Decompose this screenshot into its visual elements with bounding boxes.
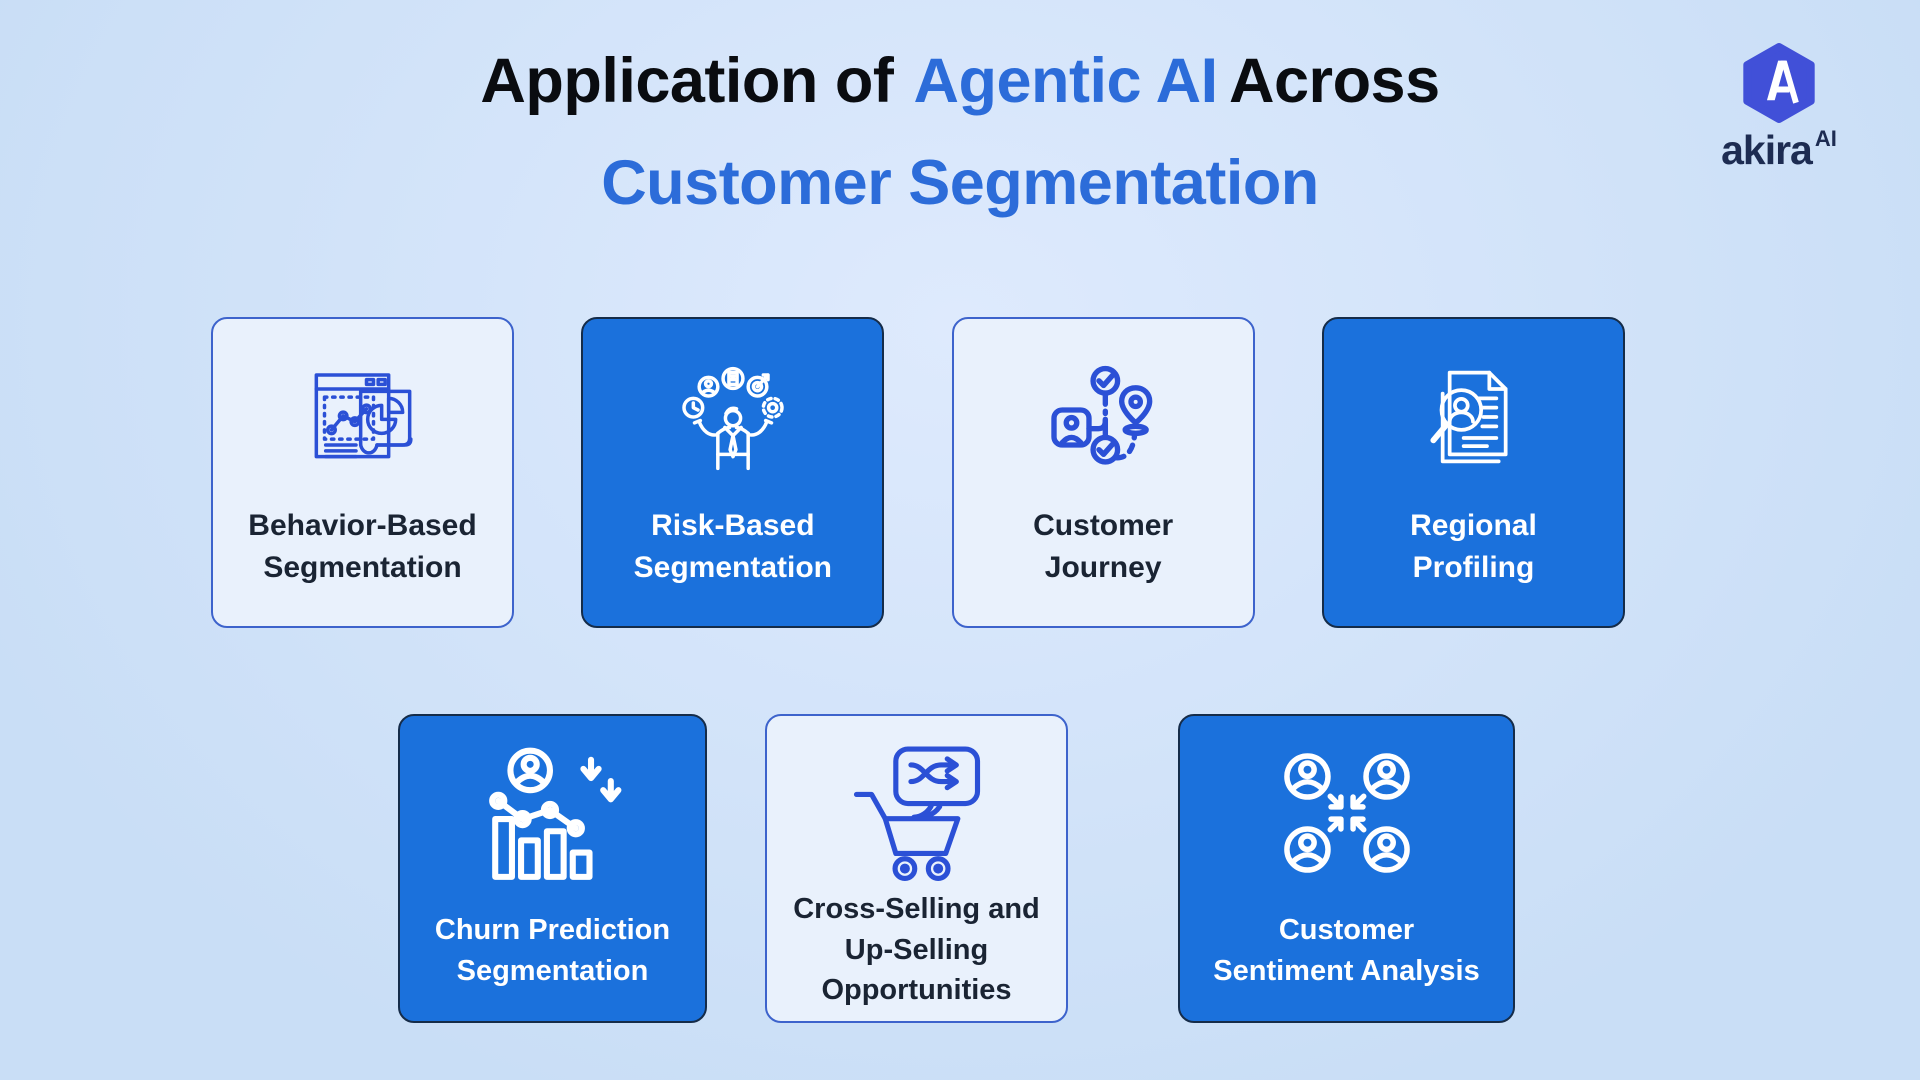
- journey-map-icon: [1047, 361, 1159, 473]
- cards-row-1: Behavior-Based Segmentation Risk-Based S…: [211, 317, 1625, 628]
- card-label-wrap: Customer Sentiment Analysis: [1203, 886, 1489, 1021]
- card-label: Customer Sentiment Analysis: [1213, 913, 1480, 987]
- logo-brand-text: akira: [1721, 127, 1813, 173]
- card-behavior-based-segmentation: Behavior-Based Segmentation: [211, 317, 514, 628]
- title-part-2: Across: [1229, 46, 1440, 116]
- card-customer-journey: Customer Journey: [951, 317, 1255, 628]
- akira-hexagon-a-icon: [1743, 43, 1815, 123]
- card-customer-sentiment-analysis: Customer Sentiment Analysis: [1178, 714, 1515, 1023]
- card-label: Customer Journey: [1033, 509, 1174, 584]
- title-line-2: Customer Segmentation: [601, 148, 1319, 219]
- card-label-wrap: Cross-Selling and Up-Selling Opportuniti…: [783, 885, 1050, 1021]
- cart-shuffle-icon: [844, 740, 990, 885]
- card-label: Churn Prediction Segmentation: [434, 913, 671, 987]
- card-label-wrap: Behavior-Based Segmentation: [238, 473, 486, 626]
- title-part-1: Application of: [480, 46, 894, 116]
- card-label: Risk-Based Segmentation: [633, 509, 832, 584]
- logo-ai-superscript: AI: [1814, 126, 1837, 151]
- analytics-report-icon: [307, 361, 419, 473]
- card-label-wrap: Regional Profiling: [1400, 473, 1547, 626]
- card-label-wrap: Risk-Based Segmentation: [624, 473, 842, 626]
- card-label: Behavior-Based Segmentation: [248, 509, 477, 584]
- cards-row-2: Churn Prediction Segmentation Cross-Sell…: [398, 714, 1515, 1023]
- card-risk-based-segmentation: Risk-Based Segmentation: [581, 317, 885, 628]
- title-accent: Agentic AI: [913, 46, 1219, 116]
- juggling-tasks-icon: [677, 361, 789, 473]
- card-label: Regional Profiling: [1410, 509, 1537, 584]
- card-regional-profiling: Regional Profiling: [1321, 317, 1625, 628]
- card-churn-prediction-segmentation: Churn Prediction Segmentation: [398, 714, 707, 1023]
- document-search-icon: [1417, 361, 1529, 473]
- card-label-wrap: Customer Journey: [1023, 473, 1183, 626]
- sentiment-group-icon: [1274, 740, 1420, 886]
- churn-chart-icon: [480, 740, 626, 886]
- card-label-wrap: Churn Prediction Segmentation: [425, 886, 680, 1021]
- card-cross-selling-up-selling-opportunities: Cross-Selling and Up-Selling Opportuniti…: [765, 714, 1068, 1023]
- card-label: Cross-Selling and Up-Selling Opportuniti…: [793, 893, 1040, 1007]
